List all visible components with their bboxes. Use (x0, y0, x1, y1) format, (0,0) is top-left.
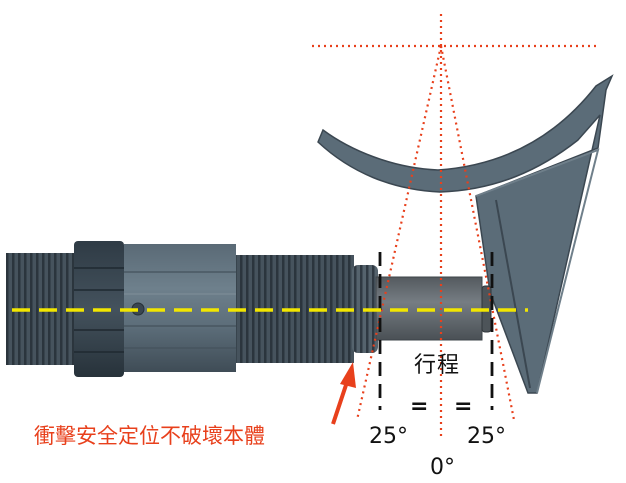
equal-sign-left: = (410, 394, 429, 419)
angle-label-left: 25° (369, 424, 408, 449)
stroke-label: 行程 (414, 353, 461, 378)
callout-arrow (331, 362, 356, 425)
impact-safety-callout: 衝擊安全定位不破壞本體 (34, 424, 265, 448)
reference-dotted-lines (312, 14, 598, 440)
sensor-body (124, 244, 236, 372)
striker-arm (317, 74, 614, 394)
angle-label-center: 0° (430, 455, 455, 480)
stroke-boundary-lines (378, 252, 494, 410)
equal-sign-right: = (454, 394, 473, 419)
angle-label-right: 25° (467, 424, 506, 449)
